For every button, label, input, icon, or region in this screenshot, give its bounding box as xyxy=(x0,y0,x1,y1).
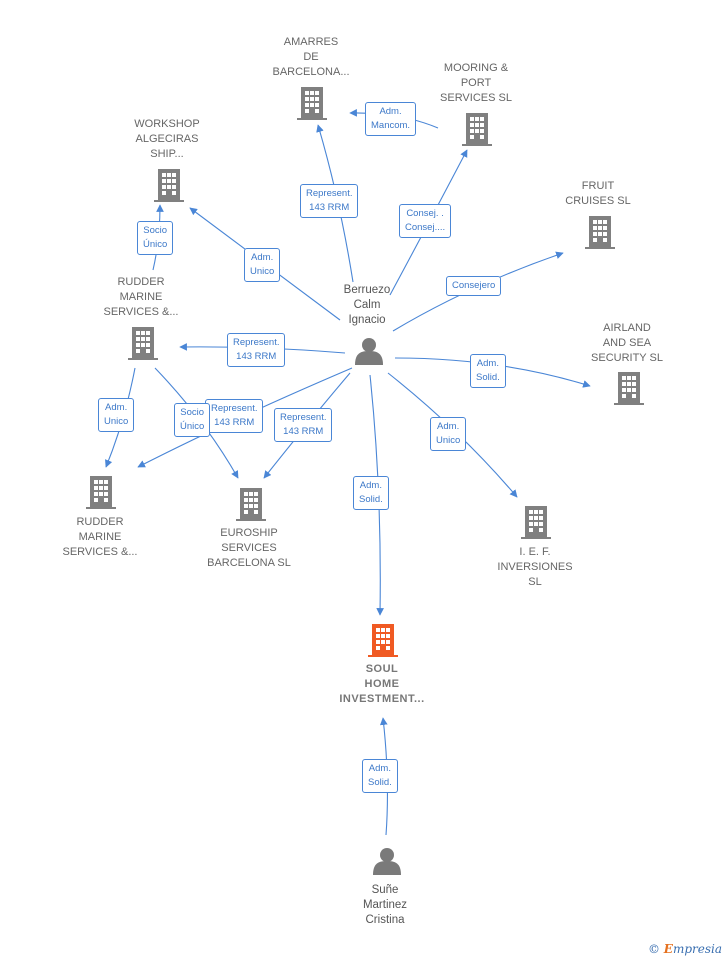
edge-label-mooring-amarres: Adm. Mancom. xyxy=(365,102,417,136)
edge-label-berruezo-amarres: Represent. 143 RRM xyxy=(300,184,359,218)
edge-label-berruezo-mooring: Consej. . Consej.... xyxy=(399,204,452,238)
node-label-euroship[interactable]: EUROSHIP SERVICES BARCELONA SL xyxy=(207,527,291,569)
edge-label-berruezo-rudder1: Represent. 143 RRM xyxy=(227,333,286,367)
node-label-berruezo[interactable]: Berruezo Calm Ignacio xyxy=(343,284,391,326)
brand-initial: E xyxy=(663,942,673,956)
building-icon xyxy=(128,327,158,360)
edge-label-rudder1-rudder2: Adm. Unico xyxy=(98,398,135,432)
building-icon xyxy=(86,476,116,509)
node-label-sune[interactable]: Suñe Martinez Cristina xyxy=(362,884,408,926)
node-label-fruit[interactable]: FRUIT CRUISES SL xyxy=(565,180,631,207)
building-icon xyxy=(154,169,184,202)
node-label-mooring[interactable]: MOORING & PORT SERVICES SL xyxy=(440,62,512,104)
edge-label-berruezo-airland: Adm. Solid. xyxy=(470,354,506,388)
node-label-airland[interactable]: AIRLAND AND SEA SECURITY SL xyxy=(591,322,663,364)
building-icon-focus xyxy=(368,624,398,657)
person-nodes xyxy=(355,338,401,875)
edge-label-sune-soul: Adm. Solid. xyxy=(362,759,398,793)
edge-label-berruezo-ief: Adm. Unico xyxy=(430,417,467,451)
node-label-amarres[interactable]: AMARRES DE BARCELONA... xyxy=(272,36,350,78)
node-label-rudder2[interactable]: RUDDER MARINE SERVICES &... xyxy=(62,516,138,558)
person-icon xyxy=(373,848,401,875)
node-label-soul[interactable]: SOUL HOME INVESTMENT... xyxy=(339,663,425,705)
building-icon xyxy=(297,87,327,120)
building-icon xyxy=(462,113,492,146)
empresia-watermark[interactable]: © Empresia xyxy=(648,942,722,956)
edge-label-berruezo-rudder2: Represent. 143 RRM xyxy=(205,399,264,433)
edge-label-berruezo-euroship: Represent. 143 RRM xyxy=(274,408,333,442)
node-label-rudder1[interactable]: RUDDER MARINE SERVICES &... xyxy=(103,276,179,318)
edge-label-berruezo-workshop: Adm. Unico xyxy=(244,248,281,282)
building-icon xyxy=(585,216,615,249)
brand-name: mpresia xyxy=(672,942,722,956)
edges xyxy=(105,109,591,836)
building-icon xyxy=(236,488,266,521)
node-label-workshop[interactable]: WORKSHOP ALGECIRAS SHIP... xyxy=(134,118,200,160)
edge-label-berruezo-soul: Adm. Solid. xyxy=(353,476,389,510)
copyright-symbol: © xyxy=(647,942,660,956)
edge-label-berruezo-fruit: Consejero xyxy=(446,276,502,296)
edge-label-rudder1-workshop: Socio Único xyxy=(137,221,174,255)
building-icon xyxy=(614,372,644,405)
edge-label-rudder1-euroship: Socio Único xyxy=(174,403,211,437)
person-icon xyxy=(355,338,383,365)
building-icon xyxy=(521,506,551,539)
node-label-ief[interactable]: I. E. F. INVERSIONES SL xyxy=(497,546,573,588)
